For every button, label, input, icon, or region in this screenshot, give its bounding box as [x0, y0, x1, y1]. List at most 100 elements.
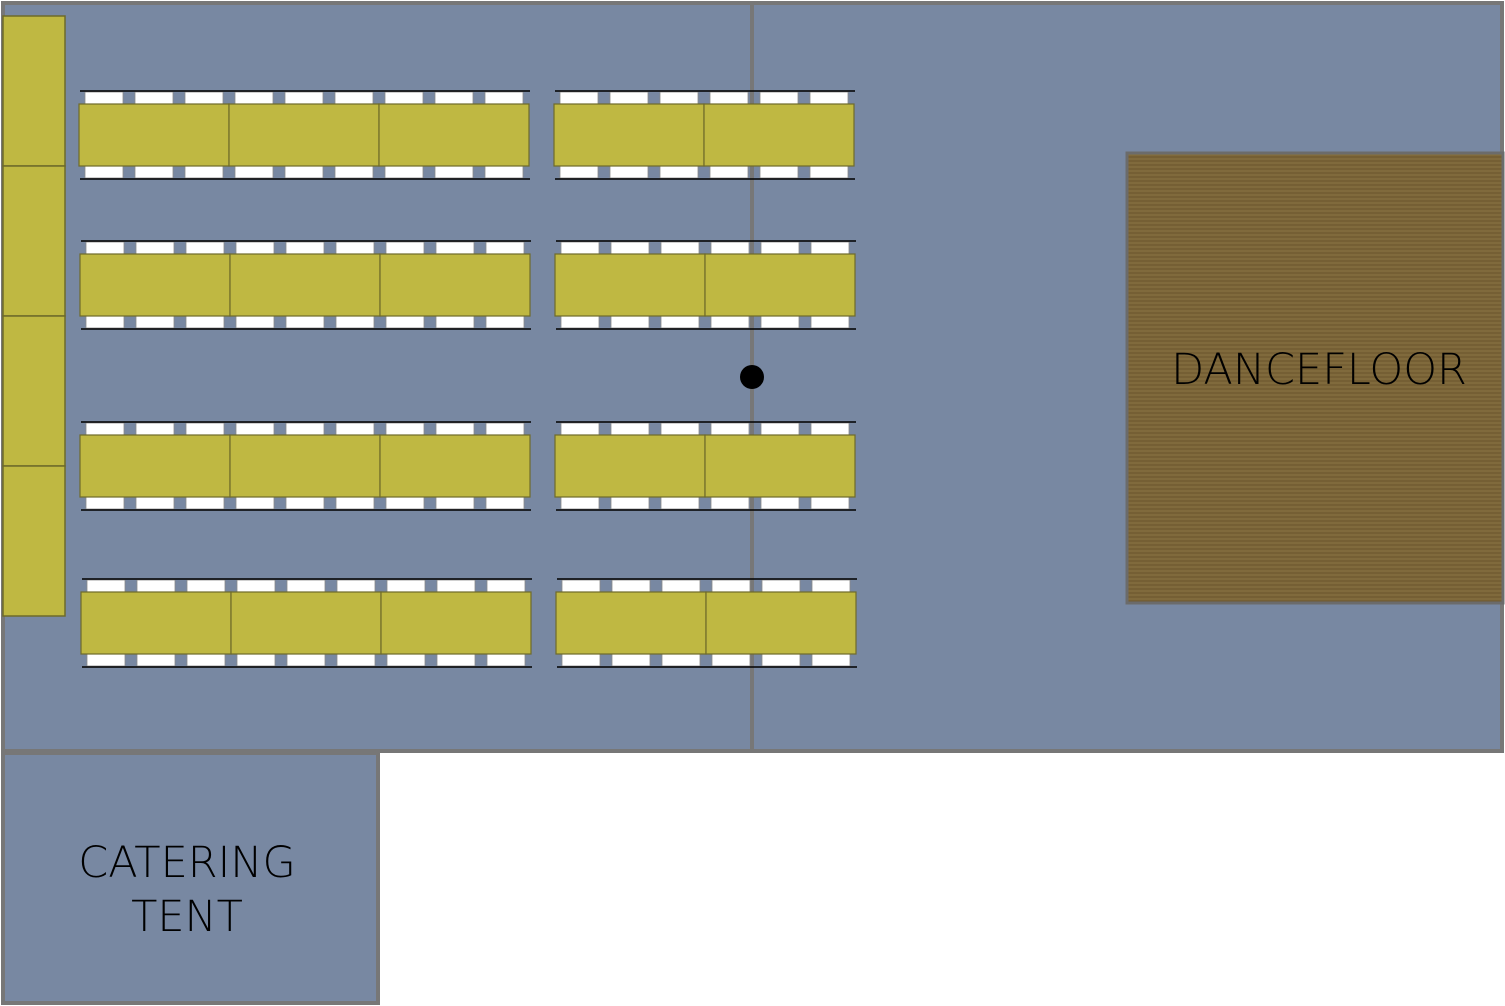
- chair[interactable]: [711, 579, 751, 593]
- chair[interactable]: [660, 496, 700, 510]
- chair[interactable]: [184, 91, 224, 105]
- chair[interactable]: [236, 653, 276, 667]
- chair[interactable]: [285, 422, 325, 436]
- chair[interactable]: [760, 241, 800, 255]
- guest-table[interactable]: [379, 434, 531, 498]
- chair[interactable]: [86, 579, 126, 593]
- chair[interactable]: [710, 422, 750, 436]
- chair[interactable]: [660, 422, 700, 436]
- chair[interactable]: [810, 422, 850, 436]
- guest-table[interactable]: [229, 253, 381, 317]
- chair[interactable]: [810, 315, 850, 329]
- chair[interactable]: [610, 315, 650, 329]
- chair[interactable]: [611, 653, 651, 667]
- chair[interactable]: [335, 241, 375, 255]
- chair[interactable]: [560, 422, 600, 436]
- guest-table[interactable]: [80, 591, 232, 655]
- chair[interactable]: [336, 653, 376, 667]
- chair[interactable]: [285, 241, 325, 255]
- head-table[interactable]: [2, 15, 66, 617]
- chair[interactable]: [185, 241, 225, 255]
- chair[interactable]: [185, 315, 225, 329]
- chair[interactable]: [659, 165, 699, 179]
- chair[interactable]: [561, 653, 601, 667]
- guest-table[interactable]: [553, 103, 705, 167]
- chair[interactable]: [609, 91, 649, 105]
- chair[interactable]: [434, 91, 474, 105]
- chair[interactable]: [284, 165, 324, 179]
- chair[interactable]: [186, 653, 226, 667]
- chair[interactable]: [135, 422, 175, 436]
- chair[interactable]: [286, 653, 326, 667]
- chair[interactable]: [385, 315, 425, 329]
- chair[interactable]: [285, 315, 325, 329]
- guest-table[interactable]: [378, 103, 530, 167]
- chair[interactable]: [660, 241, 700, 255]
- chair[interactable]: [609, 165, 649, 179]
- guest-table[interactable]: [229, 434, 381, 498]
- chair[interactable]: [484, 165, 524, 179]
- chair[interactable]: [560, 496, 600, 510]
- chair[interactable]: [286, 579, 326, 593]
- chair[interactable]: [760, 422, 800, 436]
- guest-table[interactable]: [704, 434, 856, 498]
- chair[interactable]: [84, 165, 124, 179]
- guest-table[interactable]: [79, 253, 231, 317]
- chair[interactable]: [85, 422, 125, 436]
- chair[interactable]: [710, 241, 750, 255]
- chair[interactable]: [436, 653, 476, 667]
- chair[interactable]: [485, 241, 525, 255]
- chair[interactable]: [335, 496, 375, 510]
- chair[interactable]: [136, 579, 176, 593]
- chair[interactable]: [186, 579, 226, 593]
- chair[interactable]: [235, 241, 275, 255]
- chair[interactable]: [760, 496, 800, 510]
- guest-table[interactable]: [554, 434, 706, 498]
- guest-table[interactable]: [79, 434, 231, 498]
- chair[interactable]: [284, 91, 324, 105]
- chair[interactable]: [335, 422, 375, 436]
- chair[interactable]: [135, 241, 175, 255]
- chair[interactable]: [484, 91, 524, 105]
- chair[interactable]: [610, 241, 650, 255]
- chair[interactable]: [335, 315, 375, 329]
- chair[interactable]: [809, 165, 849, 179]
- chair[interactable]: [85, 496, 125, 510]
- chair[interactable]: [386, 579, 426, 593]
- guest-table[interactable]: [555, 591, 707, 655]
- chair[interactable]: [86, 653, 126, 667]
- chair[interactable]: [435, 496, 475, 510]
- head-table-segment[interactable]: [2, 465, 66, 617]
- chair[interactable]: [709, 165, 749, 179]
- guest-table[interactable]: [705, 591, 857, 655]
- guest-table[interactable]: [703, 103, 855, 167]
- chair[interactable]: [761, 579, 801, 593]
- chair[interactable]: [611, 579, 651, 593]
- guest-table[interactable]: [230, 591, 382, 655]
- chair[interactable]: [561, 579, 601, 593]
- chair[interactable]: [486, 653, 526, 667]
- guest-table[interactable]: [78, 103, 230, 167]
- guest-table[interactable]: [554, 253, 706, 317]
- chair[interactable]: [435, 241, 475, 255]
- head-table-segment[interactable]: [2, 315, 66, 467]
- guest-table[interactable]: [228, 103, 380, 167]
- chair[interactable]: [386, 653, 426, 667]
- chair[interactable]: [810, 241, 850, 255]
- chair[interactable]: [235, 496, 275, 510]
- chair[interactable]: [136, 653, 176, 667]
- head-table-segment[interactable]: [2, 15, 66, 167]
- chair[interactable]: [710, 315, 750, 329]
- chair[interactable]: [661, 653, 701, 667]
- guest-table[interactable]: [704, 253, 856, 317]
- chair[interactable]: [661, 579, 701, 593]
- chair[interactable]: [336, 579, 376, 593]
- chair[interactable]: [709, 91, 749, 105]
- chair[interactable]: [235, 422, 275, 436]
- chair[interactable]: [761, 653, 801, 667]
- chair[interactable]: [435, 315, 475, 329]
- chair[interactable]: [710, 496, 750, 510]
- chair[interactable]: [809, 91, 849, 105]
- chair[interactable]: [185, 496, 225, 510]
- dancefloor-area[interactable]: [1125, 151, 1505, 605]
